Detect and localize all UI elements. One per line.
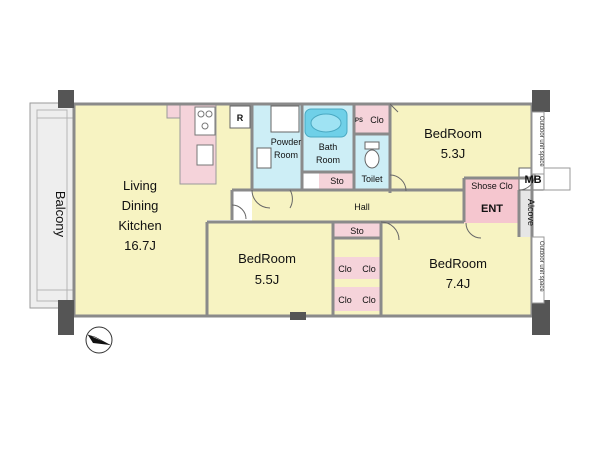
ldk-size: 16.7J bbox=[124, 238, 156, 253]
ps-shaft bbox=[354, 104, 364, 134]
closet-1 bbox=[333, 257, 357, 279]
entrance bbox=[464, 193, 519, 223]
meter-box-label: MB bbox=[524, 174, 541, 186]
bedroom-northeast bbox=[390, 104, 532, 193]
shoe-closet bbox=[464, 178, 519, 193]
balcony: Balcony bbox=[29, 102, 75, 309]
closet-3-label: Clo bbox=[338, 295, 352, 305]
bedroom-southeast bbox=[381, 222, 532, 316]
powder-room-label-1: Powder bbox=[271, 137, 302, 147]
bedroom-c-size: 5.5J bbox=[255, 272, 280, 287]
bedroom-c-label: BedRoom bbox=[238, 251, 296, 266]
storage-center bbox=[333, 222, 381, 238]
bath-room-label-1: Bath bbox=[319, 142, 338, 152]
wash-basin bbox=[256, 147, 272, 169]
closet-top-label: Clo bbox=[370, 115, 384, 125]
closet-2 bbox=[357, 257, 381, 279]
wet-areas bbox=[252, 104, 390, 190]
toilet-label: Toilet bbox=[361, 174, 383, 184]
balcony-label: Balcony bbox=[53, 191, 68, 238]
outdoor-unit-label-2: Outdoor unit space bbox=[538, 241, 544, 292]
closet-4-label: Clo bbox=[362, 295, 376, 305]
closet-top bbox=[364, 104, 390, 134]
powder-room-label-2: Room bbox=[274, 150, 298, 160]
storage-labels: Clo Sto Sto Clo Clo Clo Clo bbox=[330, 115, 384, 305]
storage-hall-label: Sto bbox=[330, 176, 344, 186]
ldk-label-line1: Living bbox=[123, 178, 157, 193]
alcove-area bbox=[519, 190, 532, 237]
hall-label: Hall bbox=[354, 202, 370, 212]
bedroom-ne-size: 5.3J bbox=[441, 146, 466, 161]
bath-room-label-2: Room bbox=[316, 155, 340, 165]
room-labels: Living Dining Kitchen 16.7J BedRoom 5.3J… bbox=[118, 118, 541, 291]
kitchen-counter: R bbox=[166, 103, 251, 185]
refrigerator-space bbox=[229, 105, 251, 129]
closet-4 bbox=[357, 287, 381, 311]
bedroom-se-size: 7.4J bbox=[446, 276, 471, 291]
ldk-label-line2: Dining bbox=[122, 198, 159, 213]
storage-areas bbox=[319, 104, 548, 311]
shoe-closet-label: Shose Clo bbox=[471, 181, 513, 191]
toilet-bowl bbox=[364, 149, 380, 169]
doors bbox=[231, 103, 536, 241]
entrance-label: ENT bbox=[481, 203, 503, 215]
outdoor-units: Outdoor unit space Outdoor unit space bbox=[531, 111, 571, 304]
bedroom-ne-label: BedRoom bbox=[424, 126, 482, 141]
ps-label: PS bbox=[355, 118, 363, 124]
storage-hall bbox=[319, 172, 354, 190]
closet-2-label: Clo bbox=[362, 264, 376, 274]
refrigerator-label: R bbox=[237, 113, 244, 123]
compass-icon bbox=[85, 326, 113, 354]
outdoor-unit-label-1: Outdoor unit space bbox=[538, 116, 544, 167]
closet-3 bbox=[333, 287, 357, 311]
closet-1-label: Clo bbox=[338, 264, 352, 274]
hall bbox=[252, 190, 464, 222]
alcove-label: Alcove bbox=[526, 199, 536, 226]
storage-center-label: Sto bbox=[350, 226, 364, 236]
washing-machine-area bbox=[270, 105, 300, 133]
ldk-label-line3: Kitchen bbox=[118, 218, 161, 233]
pillars bbox=[58, 90, 550, 335]
bedroom-center bbox=[207, 222, 333, 316]
bedroom-se-label: BedRoom bbox=[429, 256, 487, 271]
